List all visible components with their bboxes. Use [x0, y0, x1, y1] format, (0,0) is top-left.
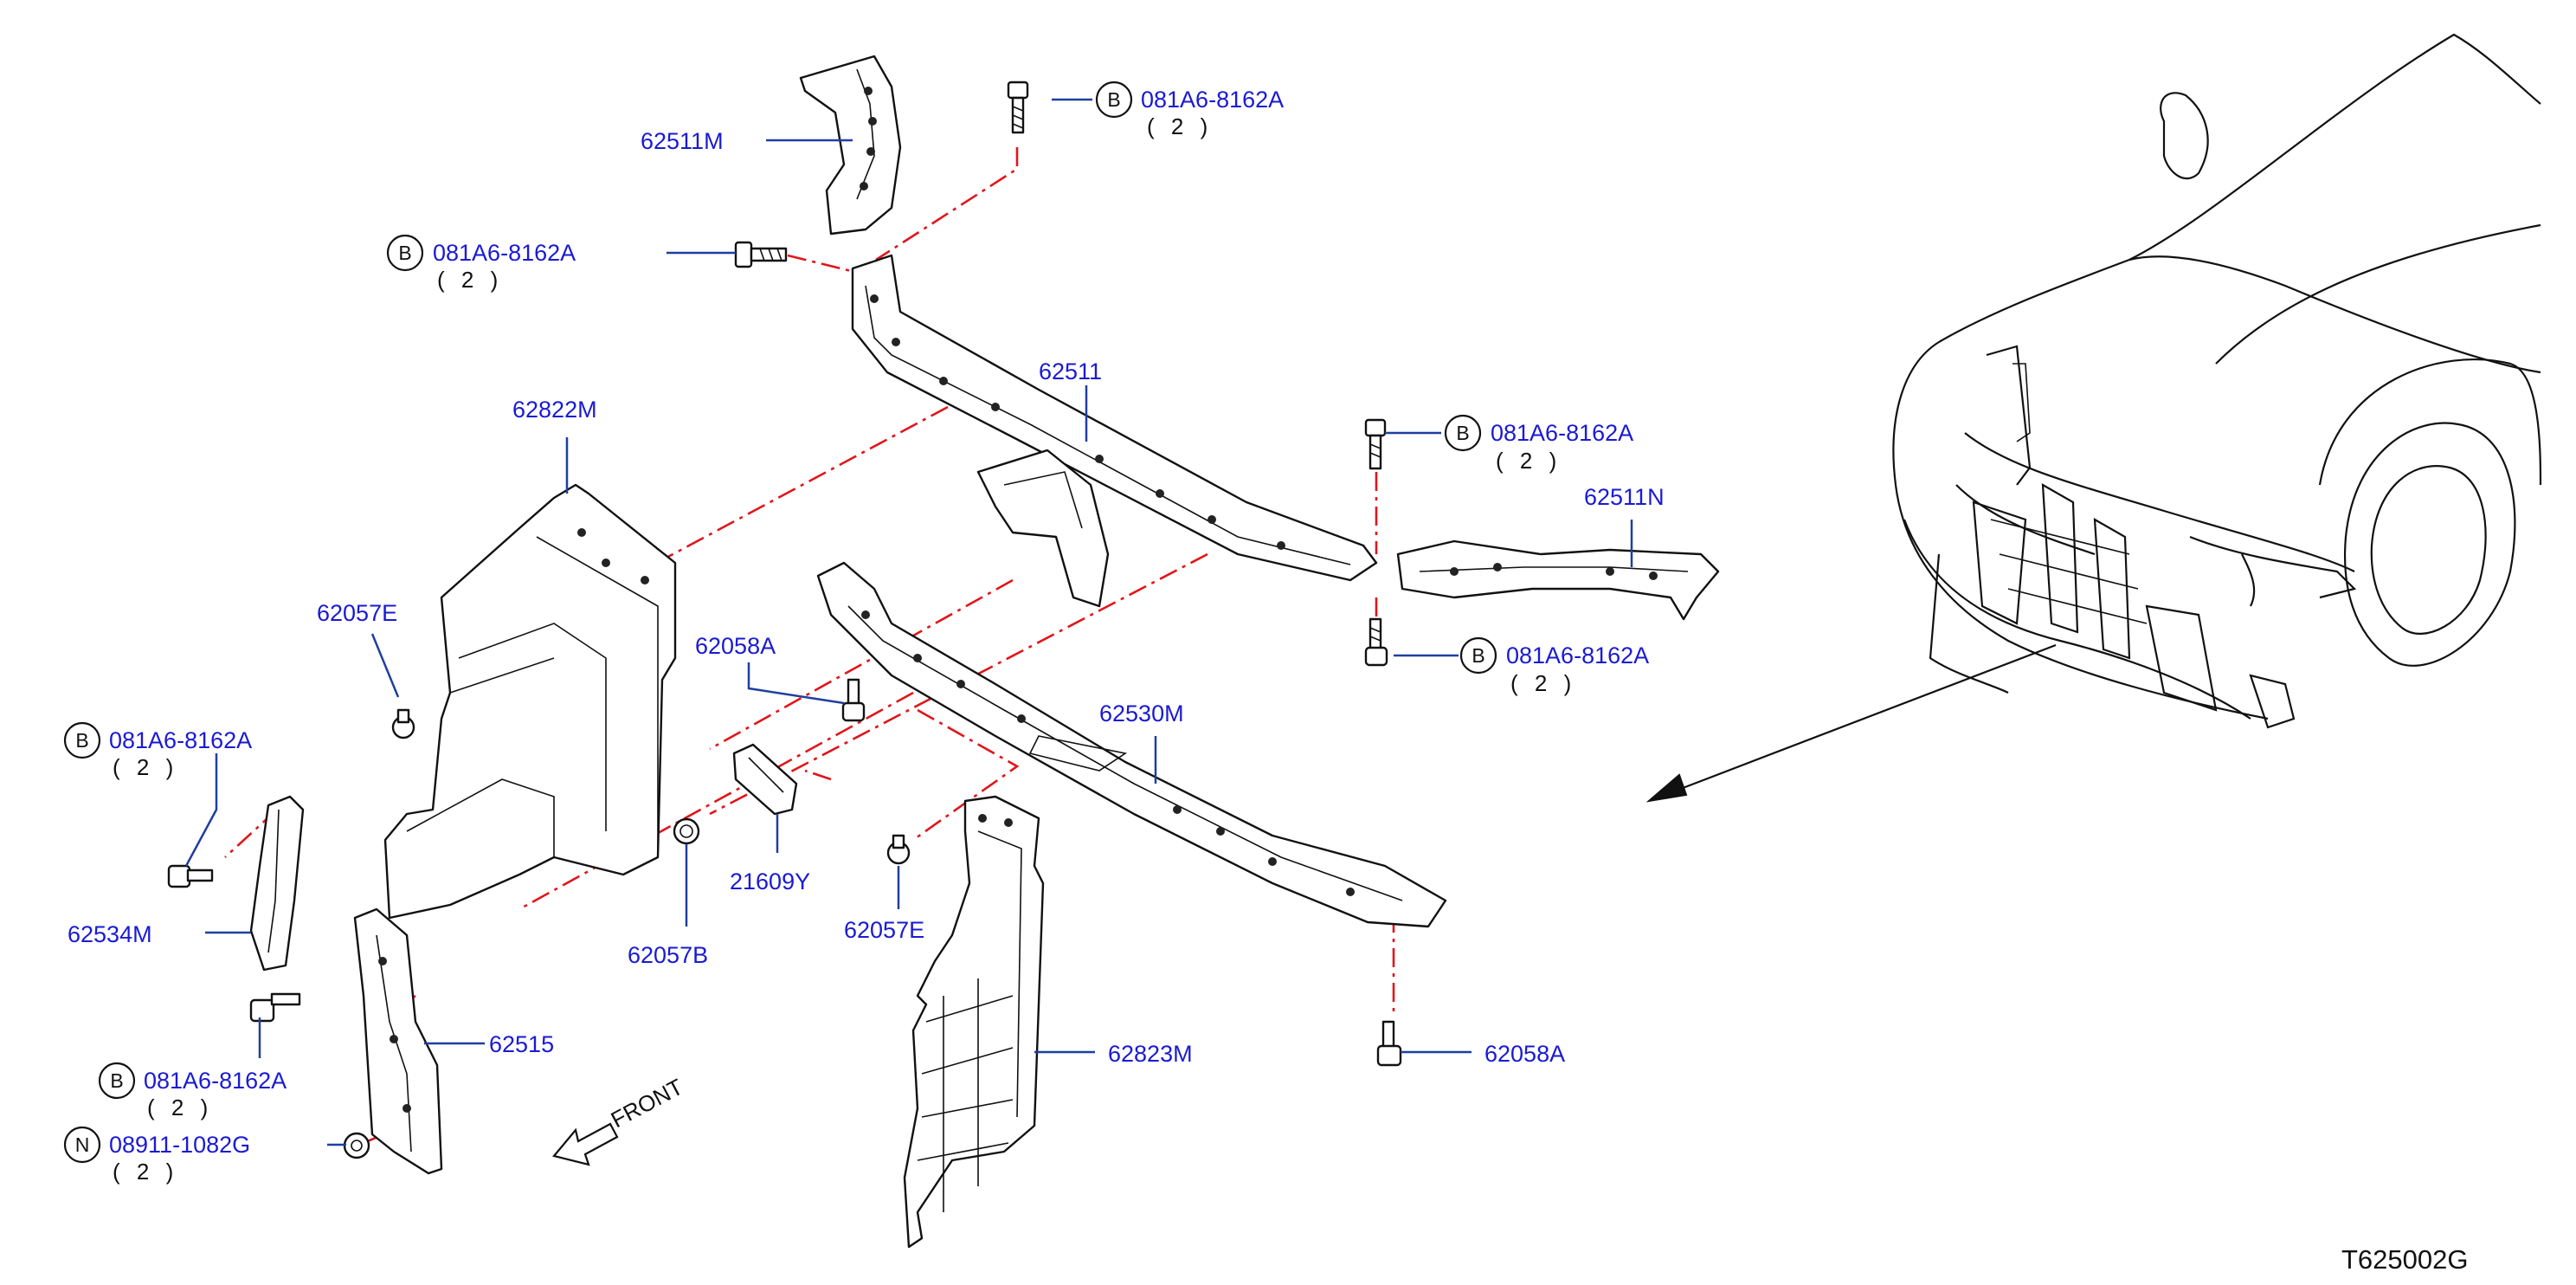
callout-c3: B 081A6-8162A ( 2 )	[1444, 414, 1633, 474]
part-21609Y	[732, 743, 798, 816]
callout-c6: B 081A6-8162A ( 2 )	[98, 1062, 287, 1120]
clip-icon	[391, 708, 415, 739]
quantity: ( 2 )	[113, 1159, 178, 1185]
symbol-letter: B	[1107, 88, 1120, 111]
part-62515	[353, 907, 443, 1175]
callout-c4: B 081A6-8162A ( 2 )	[1459, 636, 1649, 696]
symbol-circle	[63, 721, 101, 759]
label-62057E-left: 62057E	[317, 600, 397, 626]
callout-c5: B 081A6-8162A ( 2 )	[63, 721, 252, 780]
leader-lines	[184, 98, 1633, 1146]
view-arrow	[1645, 643, 2057, 803]
symbol-letter: B	[110, 1069, 123, 1092]
symbol-letter: B	[398, 242, 411, 264]
bolt-icon	[1364, 418, 1387, 470]
part-number: 081A6-8162A	[109, 727, 252, 753]
bolt-icon	[734, 241, 788, 268]
bolt-icons	[167, 81, 1402, 1159]
part-62823M	[903, 795, 1045, 1249]
symbol-circle	[1459, 636, 1497, 675]
symbol-circle	[1444, 414, 1482, 452]
symbol-letter: B	[75, 729, 88, 752]
part-number: 081A6-8162A	[433, 240, 576, 266]
car-front-illustration	[1892, 33, 2542, 729]
quantity: ( 2 )	[437, 267, 503, 293]
bolt-icon	[1007, 81, 1029, 134]
symbol-circle	[98, 1062, 136, 1100]
part-number: 081A6-8162A	[1506, 642, 1649, 668]
part-62511	[851, 254, 1378, 608]
part-62511M	[799, 55, 902, 236]
callout-c7: N 08911-1082G ( 2 )	[63, 1126, 250, 1185]
label-62511: 62511	[1039, 358, 1102, 384]
callout-c1: B 081A6-8162A ( 2 )	[1095, 81, 1284, 139]
part-number: 081A6-8162A	[1141, 87, 1284, 113]
symbol-circle	[63, 1126, 101, 1164]
label-21609Y: 21609Y	[730, 869, 810, 894]
quantity: ( 2 )	[113, 754, 178, 780]
label-62511M: 62511M	[641, 128, 724, 154]
label-62511N: 62511N	[1584, 484, 1665, 510]
part-number: 081A6-8162A	[144, 1068, 287, 1094]
part-labels: 62511M 62511 62511N 62822M 62057E 62058A…	[68, 128, 1665, 1067]
clip-icon	[886, 834, 911, 865]
symbol-letter: B	[1472, 644, 1484, 667]
bolt-icon	[167, 864, 214, 888]
label-62057E-mid: 62057E	[844, 917, 924, 943]
part-62530M	[816, 561, 1447, 928]
quantity: ( 2 )	[1147, 113, 1213, 139]
callout-c2: B 081A6-8162A ( 2 )	[386, 234, 576, 293]
label-62057B: 62057B	[628, 942, 708, 968]
quantity: ( 2 )	[1496, 448, 1562, 474]
label-62058A-mid: 62058A	[695, 633, 776, 659]
part-number: 081A6-8162A	[1491, 420, 1633, 446]
label-62530M: 62530M	[1099, 701, 1184, 726]
quantity: ( 2 )	[147, 1095, 213, 1120]
bolt-icon	[249, 992, 301, 1023]
label-62515: 62515	[489, 1031, 554, 1057]
part-62511N	[1396, 539, 1720, 621]
symbol-circle	[1095, 81, 1133, 119]
label-62823M: 62823M	[1108, 1041, 1193, 1067]
bolt-icon	[841, 678, 866, 722]
symbol-letter: B	[1456, 422, 1469, 444]
quantity: ( 2 )	[1510, 670, 1576, 696]
front-indicator: FRONT	[552, 1074, 687, 1166]
diagram-code: T625002G	[2341, 1244, 2469, 1275]
bolt-icon	[1364, 617, 1388, 667]
symbol-circle	[386, 234, 424, 272]
front-label: FRONT	[607, 1074, 687, 1133]
part-62534M	[249, 795, 305, 972]
part-number: 08911-1082G	[109, 1132, 250, 1158]
part-62822M	[383, 483, 677, 920]
label-62822M: 62822M	[512, 397, 597, 423]
grommet-icon	[673, 817, 700, 845]
bolt-icon	[343, 1132, 370, 1159]
label-62534M: 62534M	[68, 921, 152, 947]
bolt-icon	[1376, 1020, 1402, 1067]
label-62058A-right: 62058A	[1484, 1041, 1565, 1067]
symbol-letter: N	[75, 1133, 90, 1156]
